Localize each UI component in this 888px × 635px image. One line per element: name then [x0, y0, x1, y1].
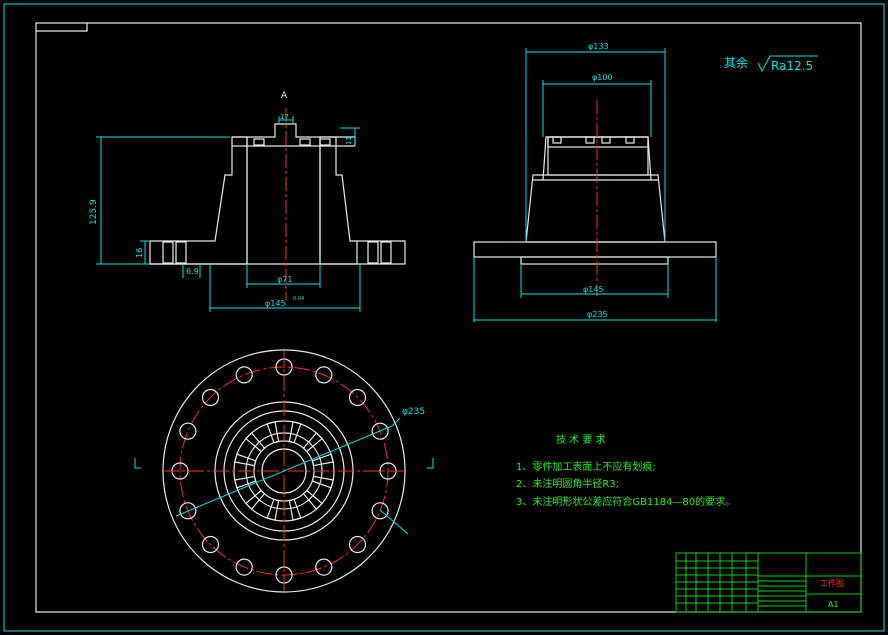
spoke — [245, 489, 266, 510]
bolt-hole — [315, 558, 333, 576]
spoke — [302, 489, 323, 510]
plan-view: φ235 — [134, 349, 434, 593]
roughness-prefix: 其余 — [724, 55, 748, 70]
roughness-note: 其余 Ra12.5 — [724, 55, 818, 73]
spoke — [234, 453, 257, 467]
section-view: A 125.9 16 6.9 φ71 φ145 0.04 17 11 — [89, 91, 406, 312]
tech-requirements: 技 术 要 求 1、零件加工表面上不应有划痕; 2、未注明圆角半径R3; 3、未… — [516, 433, 735, 508]
bolt-hole — [315, 366, 333, 384]
bolt-hole — [348, 535, 367, 554]
tech-item-1: 1、零件加工表面上不应有划痕; — [516, 460, 656, 473]
spoke — [288, 498, 302, 521]
dim-slot-width: 17 — [280, 113, 289, 121]
bolt-hole — [235, 366, 253, 384]
roughness-value: Ra12.5 — [771, 59, 813, 73]
title-block: 工作图 A1 — [675, 552, 862, 613]
bolt-hole — [179, 502, 197, 520]
side-view: φ133 φ100 φ145 φ235 — [473, 42, 717, 322]
tech-item-2: 2、未注明圆角半径R3; — [516, 477, 619, 490]
bolt-hole — [371, 422, 389, 440]
dim-top-outer: φ133 — [588, 42, 609, 51]
bolt-hole — [348, 388, 367, 407]
spokes — [234, 421, 334, 521]
dim-top-inner: φ100 — [592, 73, 613, 82]
spoke — [311, 475, 334, 489]
spoke — [311, 453, 334, 467]
bolt-hole — [201, 388, 220, 407]
dim-side-flange: φ235 — [587, 310, 608, 319]
dim-offset: 6.9 — [186, 267, 199, 276]
spoke — [288, 421, 302, 444]
dim-slot-depth: 11 — [345, 136, 353, 145]
dim-plan-bolt-circle: φ235 — [402, 407, 425, 417]
tech-item-3: 3、未注明形状公差应符合GB1184—80的要求。 — [516, 495, 735, 508]
tech-title: 技 术 要 求 — [556, 433, 606, 446]
spoke — [245, 432, 266, 453]
dim-flange-thk: 16 — [135, 248, 144, 258]
spoke — [234, 475, 257, 489]
dim-base-tol: 0.04 — [293, 296, 304, 302]
spoke — [266, 421, 280, 444]
bolt-hole — [235, 558, 253, 576]
bolt-hole — [371, 502, 389, 520]
dim-section-height: 125.9 — [89, 199, 99, 225]
spoke — [302, 432, 323, 453]
drawing-frame — [3, 3, 885, 632]
dim-base-dia: φ145 — [265, 299, 286, 308]
dim-bore-dia: φ71 — [277, 275, 292, 284]
title-part-name: 工作图 — [820, 578, 844, 588]
bolt-hole — [179, 422, 197, 440]
bolt-hole — [201, 535, 220, 554]
dim-side-base: φ145 — [583, 285, 604, 294]
spoke — [266, 498, 280, 521]
svg-text:A: A — [281, 91, 288, 101]
title-sheet-size: A1 — [828, 600, 839, 609]
